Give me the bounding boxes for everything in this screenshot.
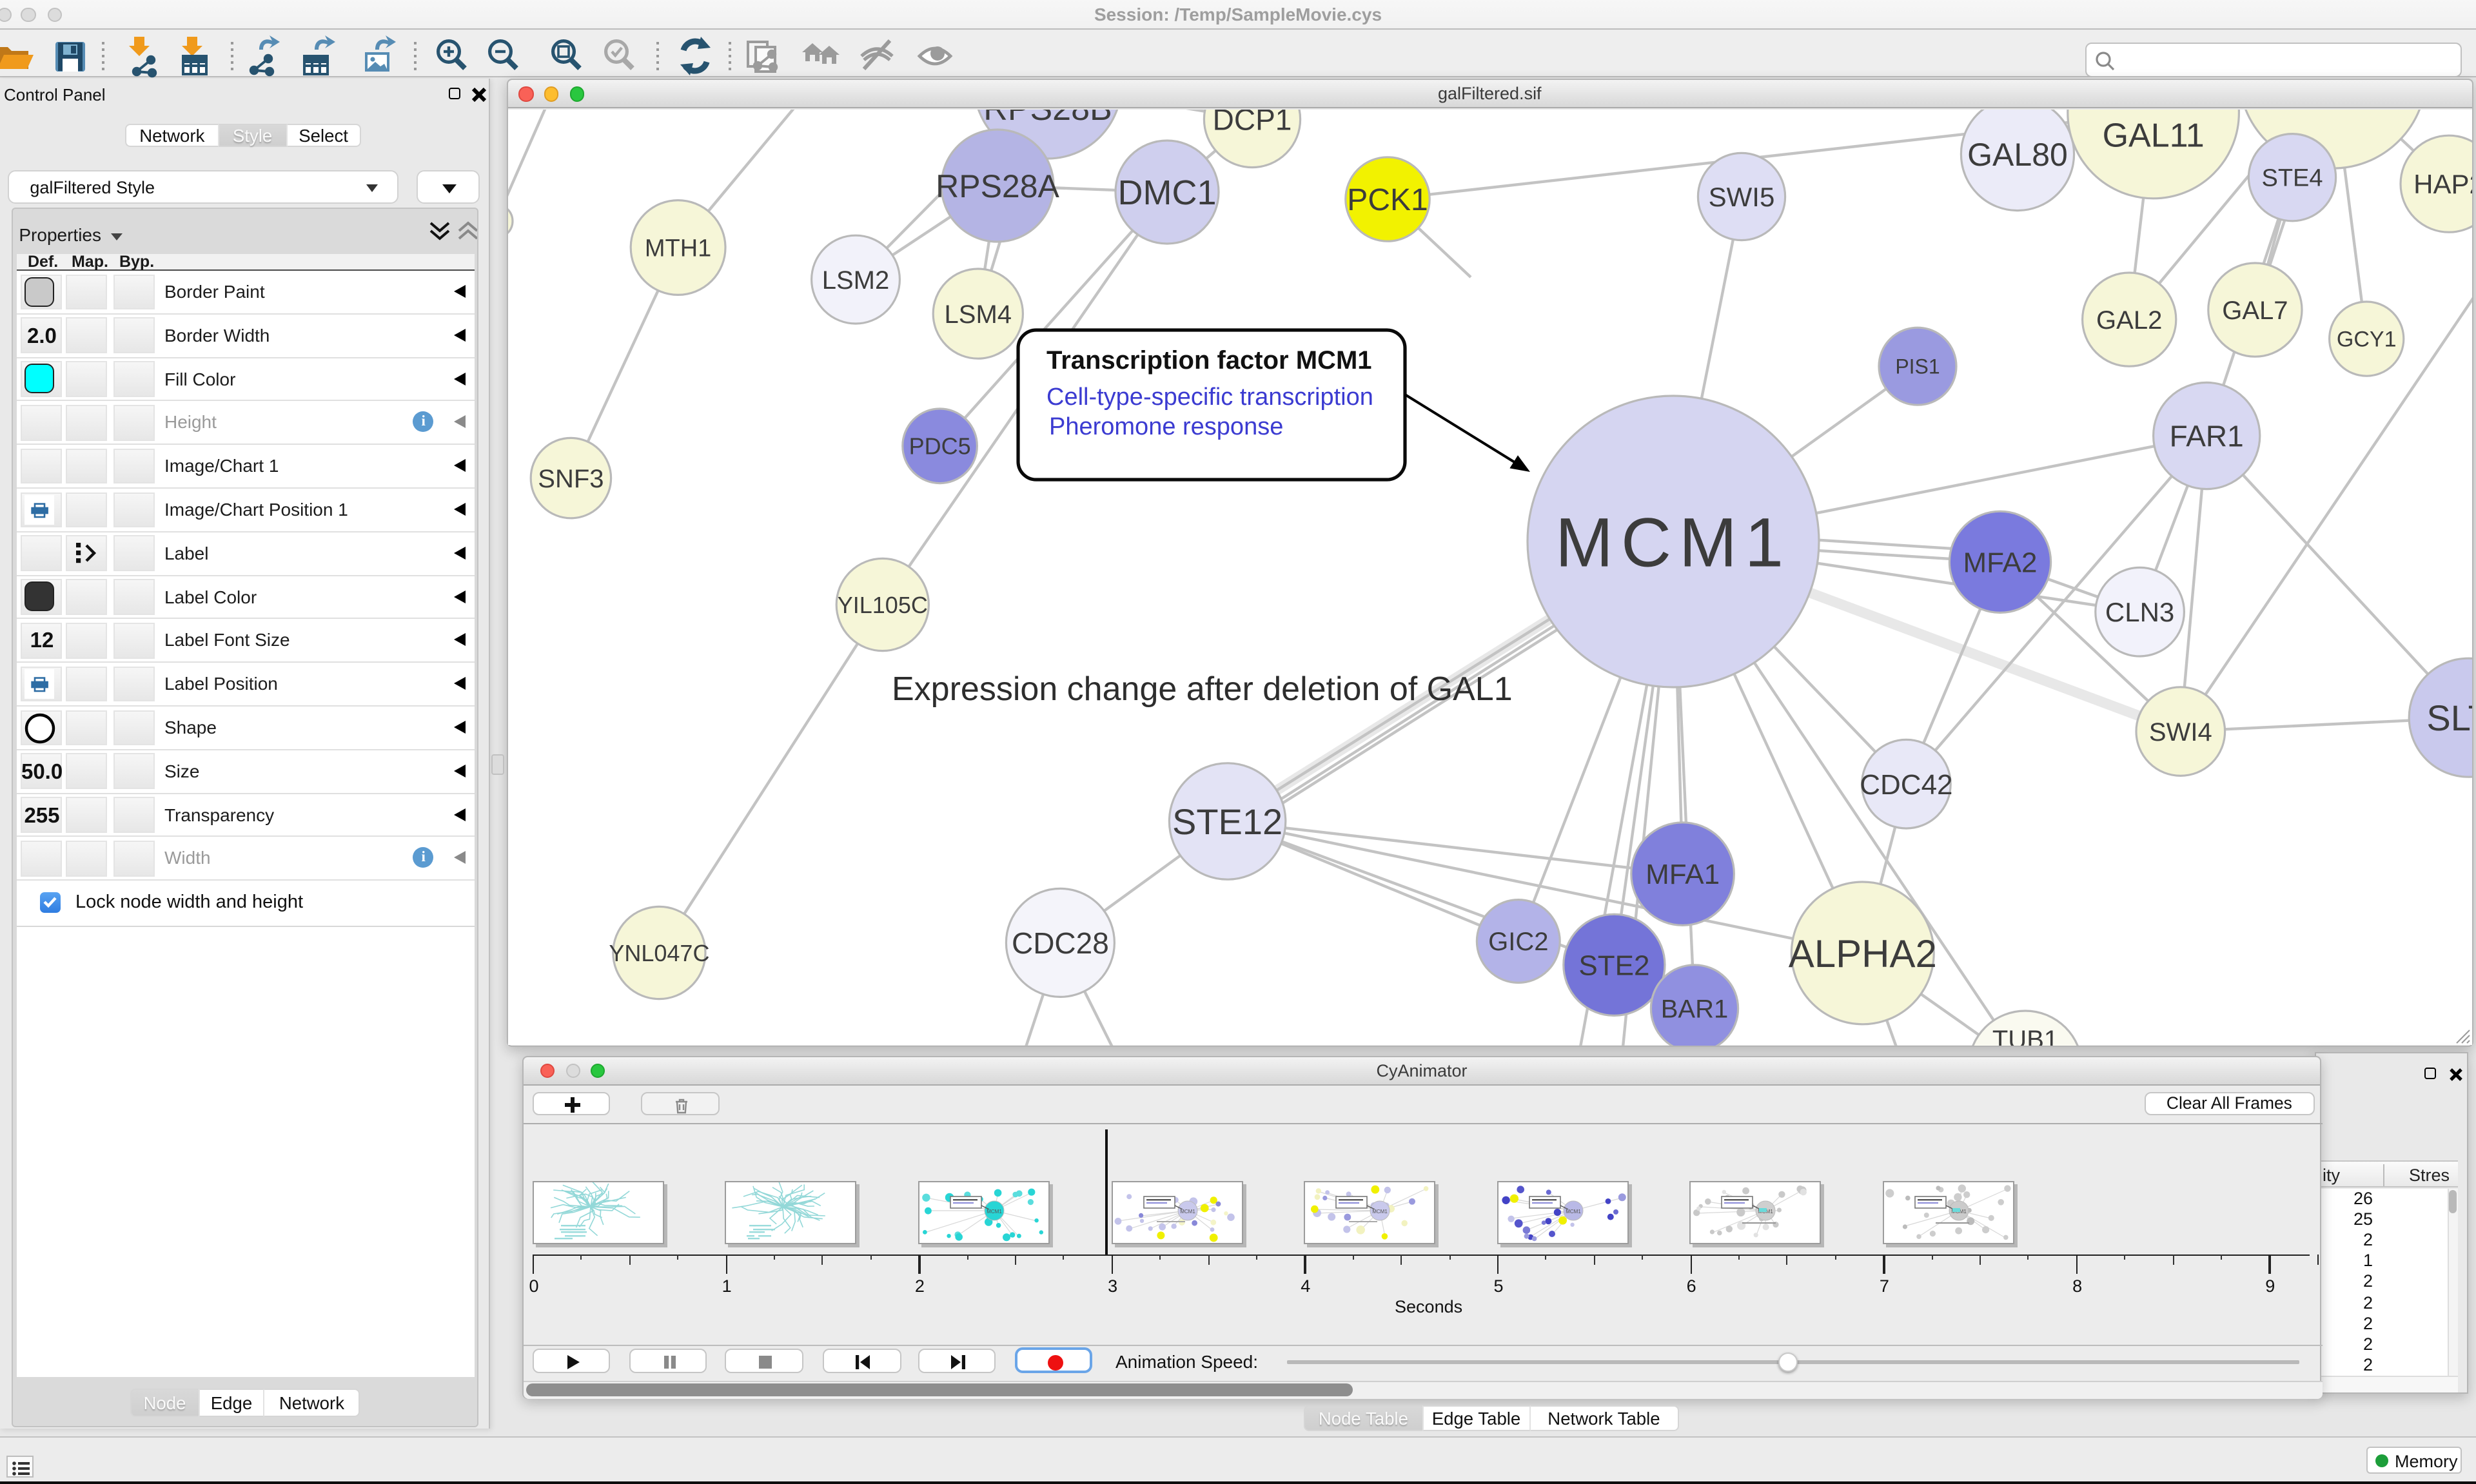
- svg-text:Pheromone response: Pheromone response: [1048, 413, 1282, 440]
- svg-text:HAP2: HAP2: [2413, 169, 2471, 199]
- svg-text:RPS28B: RPS28B: [983, 110, 1111, 128]
- svg-text:DMC1: DMC1: [1117, 173, 1215, 212]
- svg-text:PIS1: PIS1: [1894, 355, 1939, 378]
- svg-text:GCY1: GCY1: [2336, 327, 2396, 352]
- svg-text:MCM1: MCM1: [987, 1209, 1002, 1215]
- svg-text:SLT2: SLT2: [2426, 698, 2471, 738]
- svg-text:GAL11: GAL11: [2102, 117, 2204, 154]
- svg-text:RPS28A: RPS28A: [935, 168, 1059, 204]
- svg-text:ALPHA2: ALPHA2: [1788, 932, 1936, 975]
- svg-text:SWI4: SWI4: [2148, 718, 2212, 747]
- svg-text:Expression change after deleti: Expression change after deletion of GAL1: [891, 670, 1512, 708]
- svg-text:GAL80: GAL80: [1967, 137, 2067, 173]
- svg-text:MCM1: MCM1: [1566, 1209, 1581, 1215]
- svg-text:MCM1: MCM1: [1179, 1209, 1195, 1215]
- svg-text:LSM4: LSM4: [944, 300, 1012, 329]
- svg-text:GIC2: GIC2: [1488, 928, 1548, 956]
- svg-text:CDC28: CDC28: [1011, 926, 1108, 960]
- svg-text:LSM2: LSM2: [821, 266, 889, 295]
- svg-text:CLN3: CLN3: [2105, 597, 2174, 627]
- svg-text:BAR1: BAR1: [1660, 995, 1728, 1024]
- svg-text:Transcription factor MCM1: Transcription factor MCM1: [1046, 346, 1371, 375]
- svg-text:STE4: STE4: [2261, 165, 2322, 192]
- svg-text:Cell-type-specific transcripti: Cell-type-specific transcription: [1046, 384, 1373, 411]
- svg-text:PDC5: PDC5: [909, 433, 970, 460]
- svg-text:GAL2: GAL2: [2096, 306, 2161, 335]
- svg-text:MFA1: MFA1: [1645, 859, 1719, 890]
- svg-text:STE12: STE12: [1172, 801, 1282, 842]
- svg-text:SNF3: SNF3: [537, 465, 603, 493]
- svg-text:STE2: STE2: [1578, 950, 1649, 981]
- svg-text:SWI5: SWI5: [1708, 182, 1774, 212]
- svg-text:DCP1: DCP1: [1212, 110, 1292, 136]
- svg-text:YNL047C: YNL047C: [608, 940, 709, 966]
- svg-text:MFA2: MFA2: [1963, 547, 2037, 578]
- svg-text:PCK1: PCK1: [1346, 183, 1427, 217]
- svg-text:MCM1: MCM1: [1555, 503, 1791, 581]
- svg-text:MTH1: MTH1: [644, 235, 711, 262]
- svg-text:GAL7: GAL7: [2221, 297, 2287, 325]
- svg-text:TUB1: TUB1: [1992, 1026, 2058, 1046]
- svg-text:FAR1: FAR1: [2169, 419, 2243, 453]
- svg-text:YIL105C: YIL105C: [837, 592, 927, 618]
- svg-text:MCM1: MCM1: [1372, 1209, 1388, 1215]
- svg-text:CDC42: CDC42: [1859, 769, 1952, 801]
